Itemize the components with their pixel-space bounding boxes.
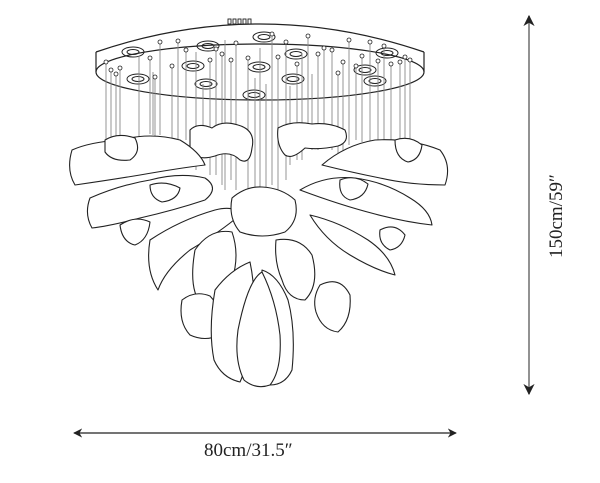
dimension-arrows [73, 14, 535, 438]
rod-caps [103, 31, 413, 80]
canopy-vents [227, 18, 252, 25]
crystal-petals [69, 122, 449, 388]
downlights [121, 31, 399, 101]
height-dimension-label: 150cm/59″ [546, 174, 567, 258]
width-dimension-label: 80cm/31.5″ [204, 440, 293, 461]
